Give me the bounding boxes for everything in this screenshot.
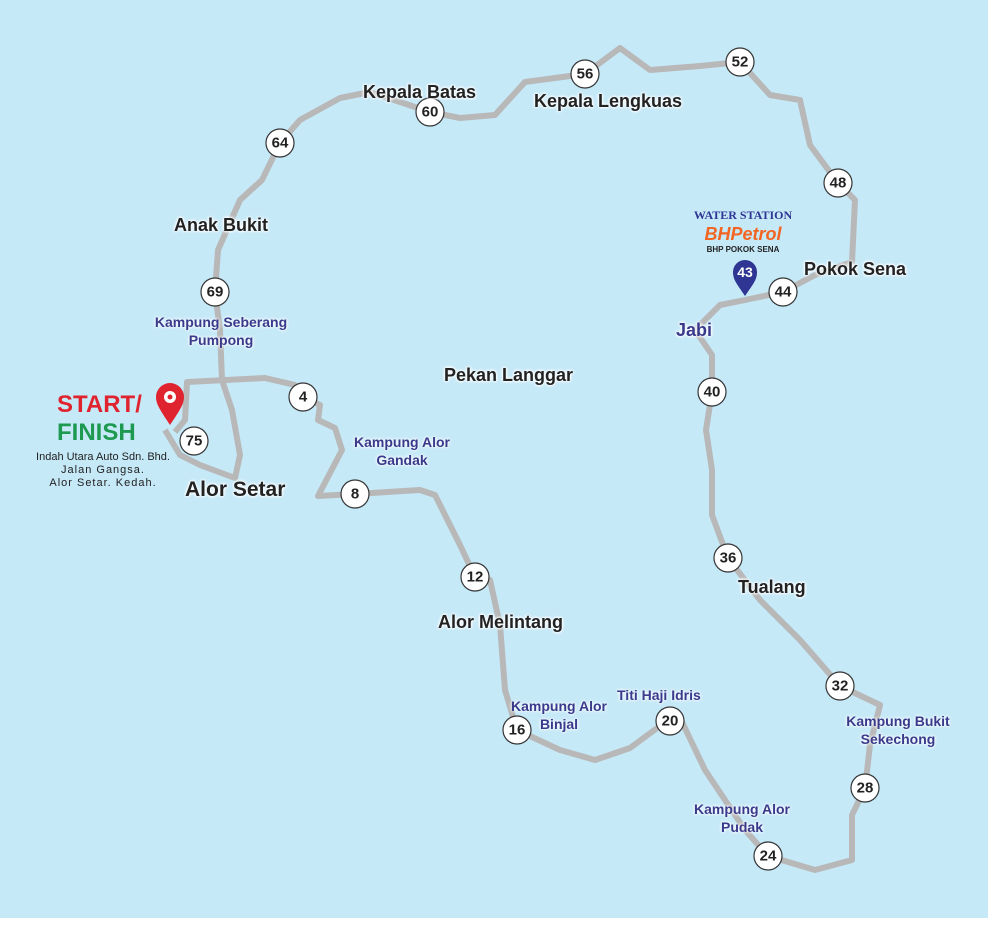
village-line: Kampung Alor [511,698,607,714]
km-label: 75 [186,433,203,450]
km-label: 64 [272,135,289,152]
km-marker-16: 16 [502,715,532,745]
village-line: Kampung Bukit [846,713,950,729]
km-label: 60 [422,104,439,121]
km-marker-28: 28 [850,773,880,803]
water-station-km: 43 [737,264,753,280]
km-marker-60: 60 [415,97,445,127]
km-label: 44 [775,284,792,301]
place-alor-setar: Alor Setar [185,478,286,501]
km-label: 32 [832,678,849,695]
water-station-name: BHP POKOK SENA [706,245,780,254]
village-line: Kampung Alor [694,801,790,817]
village-line: Pumpong [188,332,254,348]
place-pokok-sena: Pokok Sena [804,259,907,279]
km-label: 69 [207,284,224,301]
place-anak-bukit: Anak Bukit [174,215,269,235]
village-line: Gandak [376,452,428,468]
km-label: 56 [577,66,594,83]
water-station-label: WATER STATION BHP POKOK SENA [680,208,806,254]
km-marker-69: 69 [200,277,230,307]
km-label: 16 [509,722,526,739]
km-label: 28 [857,780,874,797]
start-label: START/ FINISH [57,391,142,447]
place-kepala-batas: Kepala Batas [363,82,477,102]
km-markers: 4 8 12 16 20 24 28 32 36 40 44 48 52 56 … [179,47,880,871]
km-marker-32: 32 [825,671,855,701]
water-station-title: WATER STATION [693,208,793,222]
km-label: 52 [732,54,749,71]
km-marker-75: 75 [179,426,209,456]
km-label: 12 [467,569,484,586]
start-pin-icon [156,383,184,425]
km-marker-4: 4 [288,382,318,412]
km-marker-52: 52 [725,47,755,77]
village-line: Kampung Alor [354,434,450,450]
water-station-pin-icon: 43 [733,260,757,296]
village-titi-haji-idris: Titi Haji Idris [617,687,701,703]
start-text: START/ [57,391,142,418]
km-marker-8: 8 [340,479,370,509]
km-label: 48 [830,175,847,192]
km-marker-36: 36 [713,543,743,573]
km-marker-40: 40 [697,377,727,407]
km-marker-56: 56 [570,59,600,89]
venue-name: Indah Utara Auto Sdn. Bhd. [36,451,170,463]
village-line: Kampung Seberang [154,314,288,330]
km-label: 4 [299,389,308,406]
start-venue: Indah Utara Auto Sdn. Bhd. Jalan Gangsa.… [32,451,174,490]
place-tualang: Tualang [738,577,806,597]
route-line [162,45,883,873]
place-pekan-langgar: Pekan Langgar [444,365,574,385]
place-jabi: Jabi [676,320,713,340]
km-label: 8 [351,486,359,503]
place-alor-melintang: Alor Melintang [438,612,563,632]
bhp-logo: BHPetrol [704,224,782,244]
village-line: Binjal [539,716,579,732]
km-marker-20: 20 [655,706,685,736]
km-marker-24: 24 [753,841,783,871]
km-marker-48: 48 [823,168,853,198]
place-kepala-lengkuas: Kepala Lengkuas [534,91,683,111]
km-label: 36 [720,550,737,567]
km-label: 20 [662,713,679,730]
venue-address-1: Jalan Gangsa. [61,464,145,476]
finish-text: FINISH [57,419,136,446]
km-marker-12: 12 [460,562,490,592]
village-line: Sekechong [860,731,936,747]
km-label: 40 [704,384,721,401]
km-marker-44: 44 [768,277,798,307]
km-label: 24 [760,848,777,865]
km-marker-64: 64 [265,128,295,158]
venue-address-2: Alor Setar. Kedah. [49,477,157,489]
village-line: Pudak [720,819,763,835]
